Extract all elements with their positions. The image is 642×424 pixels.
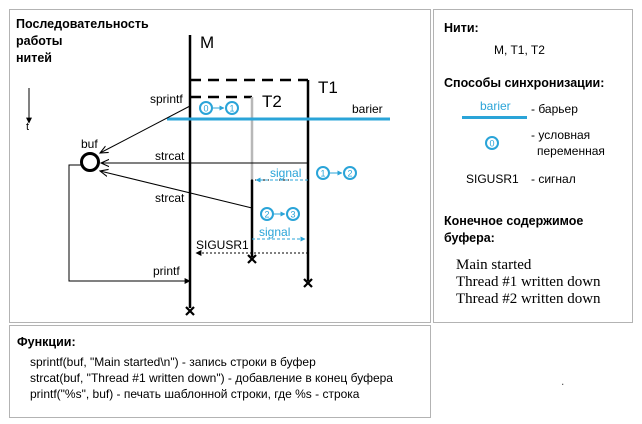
legend-buffer-contents: Main started Thread #1 written down Thre… [456,257,601,308]
legend-cond-var-desc-line: - условная [531,128,591,142]
function-line: strcat(buf, "Thread #1 written down") - … [30,371,393,385]
sigusr1-label: SIGUSR1 [196,238,249,252]
cond-var-1-to-2: 1 2 [316,166,357,180]
strcat-2-label: strcat [155,191,185,205]
printf-label: printf [153,264,180,278]
legend-threads-title: Нити: [444,21,479,35]
diagram-title-line: работы [16,34,63,48]
strcat-2-arrow [100,171,253,209]
legend-buffer-title-line: буфера: [444,231,495,245]
function-line: printf("%s", buf) - печать шаблонной стр… [30,387,360,401]
functions-list: sprintf(buf, "Main started\n") - запись … [30,354,393,402]
t1-end-cross [303,278,313,288]
t2-end-cross [247,254,257,264]
sprintf-arrow [100,105,191,153]
svg-text:3: 3 [290,210,295,220]
legend-sync-title: Способы синхронизации: [444,76,605,90]
buffer-content-line: Thread #1 written down [456,274,601,290]
svg-text:0: 0 [489,139,494,149]
svg-text:2: 2 [264,210,269,220]
buffer-content-line: Main started [456,257,532,273]
legend-signal-label: SIGUSR1 [466,172,519,186]
svg-text:1: 1 [320,169,325,179]
diagram-title-line: нитей [16,51,52,65]
legend-panel [433,9,633,323]
main-end-cross [185,306,195,316]
svg-text:2: 2 [347,169,352,179]
diagram-title-line: Последовательность [16,17,149,31]
legend-buffer-title: Конечное содержимое буфера: [444,213,583,247]
functions-title: Функции: [17,335,76,349]
cond-var-0-to-1: 0 1 [199,101,239,115]
signal-1-label: signal [270,166,301,180]
barrier-label: barier [352,102,383,116]
thread-main-label: M [200,33,214,52]
strcat-1-label: strcat [155,149,185,163]
thread-t1-label: T1 [318,78,338,97]
legend-signal-desc: - сигнал [531,172,576,186]
svg-text:0: 0 [203,104,208,114]
thread-t2-label: T2 [262,92,282,111]
stray-dot: . [561,374,565,388]
sprintf-label: sprintf [150,92,183,106]
diagram-title: Последовательность работы нитей [16,16,149,67]
legend-cond-var-desc-line: переменная [537,144,605,158]
buffer-label: buf [81,137,98,151]
svg-text:1: 1 [229,104,234,114]
legend-cond-var-desc: - условная переменная [531,127,605,159]
cond-var-2-to-3: 2 3 [260,207,300,221]
printf-arrow [68,164,191,284]
legend-barrier-label: barier [480,99,511,113]
legend-cond-var-icon: 0 [485,136,499,150]
diagram-panel [9,9,431,323]
legend-barrier-desc: - барьер [531,102,578,116]
function-line: sprintf(buf, "Main started\n") - запись … [30,355,316,369]
legend-barrier-line [462,116,527,119]
signal-2-label: signal [259,225,290,239]
legend-threads-list: M, T1, T2 [494,43,545,57]
legend-buffer-title-line: Конечное содержимое [444,214,584,228]
functions-panel [9,325,431,418]
time-label: t [26,121,29,133]
buffer-content-line: Thread #2 written down [456,291,601,307]
buffer-circle [80,152,100,172]
